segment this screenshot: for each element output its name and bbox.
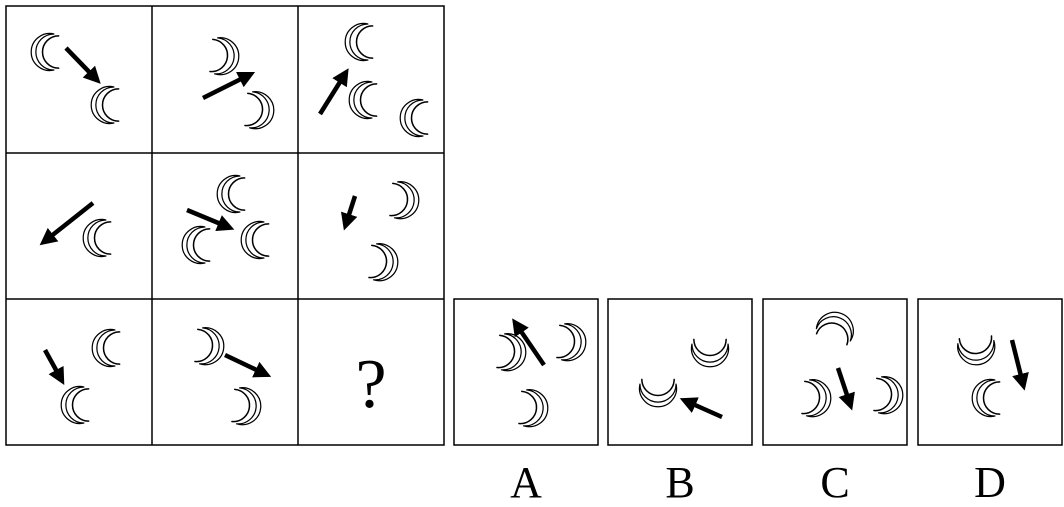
crescent-moon-icon <box>369 243 400 282</box>
arrow-icon <box>225 355 265 374</box>
option-a-label: A <box>510 458 542 507</box>
crescent-moon-icon <box>232 387 263 426</box>
option-a-box[interactable] <box>454 299 598 445</box>
cell-r1c1 <box>31 33 118 123</box>
arrow-icon <box>320 74 345 114</box>
crescent-moon-icon <box>31 33 58 70</box>
cell-r2c2 <box>182 175 268 263</box>
arrow-icon <box>45 350 61 379</box>
cell-r2c3 <box>346 181 420 282</box>
cell-r2c1 <box>45 203 111 257</box>
crescent-moon-icon <box>390 181 421 220</box>
option-d-label: D <box>974 458 1006 507</box>
crescent-moon-icon <box>217 175 244 212</box>
crescent-moon-icon <box>241 221 268 258</box>
cell-r1c3 <box>320 23 428 136</box>
arrow-icon <box>187 210 228 227</box>
question-mark: ? <box>355 346 386 423</box>
option-b-label: B <box>665 458 694 507</box>
crescent-moon-icon <box>345 23 372 60</box>
option-c-label: C <box>820 458 849 507</box>
cell-r3c2 <box>195 327 265 426</box>
arrow-icon <box>346 196 355 224</box>
cell-r3c1 <box>45 329 120 423</box>
crescent-moon-icon <box>91 86 118 123</box>
crescent-moon-icon <box>182 226 209 263</box>
arrow-icon <box>203 75 249 98</box>
arrow-icon <box>45 203 93 241</box>
crescent-moon-icon <box>61 386 88 423</box>
crescent-moon-icon <box>400 99 427 136</box>
crescent-moon-icon <box>195 327 226 366</box>
crescent-moon-icon <box>245 91 276 130</box>
arrow-icon <box>66 48 96 79</box>
option-c-box[interactable] <box>763 299 907 445</box>
crescent-moon-icon <box>349 81 376 118</box>
option-d-box[interactable] <box>918 299 1062 445</box>
crescent-moon-icon <box>92 329 119 366</box>
crescent-moon-icon <box>83 219 110 256</box>
crescent-moon-icon <box>210 37 241 76</box>
option-b-box[interactable] <box>608 299 752 445</box>
cell-r1c2 <box>203 37 275 130</box>
